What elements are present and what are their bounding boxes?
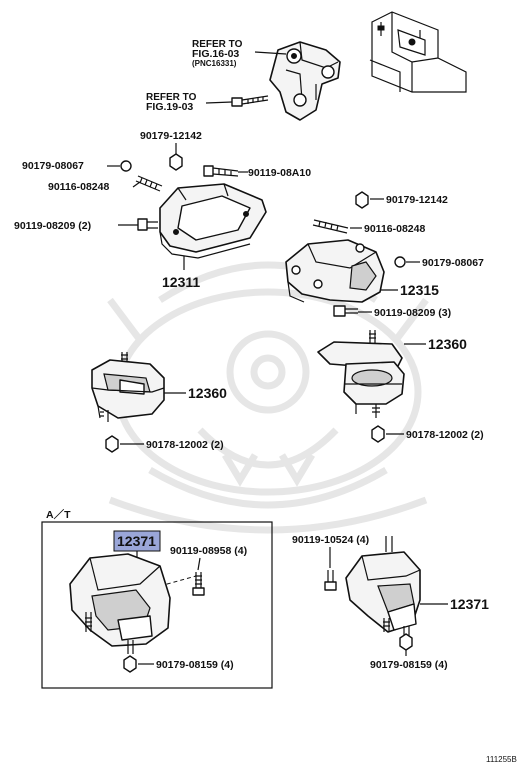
nut-90179-12142-right [355, 191, 369, 209]
bolt-90119-08a10 [203, 165, 239, 177]
refer-fig16-line1: REFER TO [192, 39, 243, 50]
part-12315-bracket [285, 239, 385, 303]
bolt-90119-08209-left [137, 218, 158, 231]
part-12371-right-mount [345, 551, 421, 638]
part-12360-left-insulator [91, 352, 165, 422]
refer-fig19-line1: REFER TO [146, 92, 197, 103]
stud-90116-08248-right [312, 219, 349, 234]
refer-fig19-line2: FIG.19-03 [146, 101, 193, 113]
label-90179-08067-right: 90179-08067 [422, 257, 484, 269]
label-12311: 12311 [162, 274, 200, 290]
bolt-90119-08209-right [333, 305, 358, 317]
label-12360-left: 12360 [188, 385, 227, 401]
label-90179-12142-right: 90179-12142 [386, 194, 448, 206]
label-90119-08a10: 90119-08A10 [248, 167, 311, 179]
nut-90178-12002-left [105, 435, 119, 453]
nut-90179-08067-right [394, 256, 406, 268]
label-90179-08159-right: 90179-08159 (4) [370, 659, 448, 671]
label-90119-08958: 90119-08958 (4) [170, 545, 247, 557]
label-90119-10524: 90119-10524 (4) [292, 534, 369, 546]
figure-id: 111255B [486, 755, 517, 764]
nut-90179-08159-left [123, 655, 137, 673]
nut-90179-12142-top [169, 153, 183, 171]
label-at: A／T [46, 508, 71, 521]
label-90116-08248-right: 90116-08248 [364, 223, 425, 235]
bolt-90119-10524 [324, 570, 337, 591]
body-mount-inset [369, 11, 467, 93]
bolt-90119-08958 [192, 572, 205, 596]
stud-90116-08248-top [135, 175, 163, 192]
engine-bracket-top [269, 41, 341, 121]
label-90178-12002-right: 90178-12002 (2) [406, 429, 484, 441]
label-12360-right: 12360 [428, 336, 467, 352]
part-12360-right-insulator [317, 330, 405, 418]
at-section-box [41, 521, 273, 689]
nut-90179-08067-left [120, 160, 132, 172]
refer-fig16-line2: FIG.16-03 [192, 48, 239, 60]
label-90119-08209-left: 90119-08209 (2) [14, 220, 91, 232]
part-12311-bracket [159, 183, 267, 259]
label-90179-12142-top: 90179-12142 [140, 130, 202, 142]
nut-90179-08159-right [399, 633, 413, 651]
label-12315: 12315 [400, 282, 439, 298]
label-90116-08248-top: 90116-08248 [48, 181, 109, 193]
part-12371-at-mount [69, 553, 171, 654]
label-90179-08067-left: 90179-08067 [22, 160, 84, 172]
label-12371-right: 12371 [450, 596, 489, 612]
label-12371-highlight: 12371 [117, 533, 156, 549]
label-90179-08159-left: 90179-08159 (4) [156, 659, 234, 671]
label-90119-08209-right: 90119-08209 (3) [374, 307, 451, 319]
nut-90178-12002-right [371, 425, 385, 443]
refer-fig16-line3: (PNC16331) [192, 59, 237, 68]
label-90178-12002-left: 90178-12002 (2) [146, 439, 224, 451]
bolt-fig19 [231, 95, 269, 107]
